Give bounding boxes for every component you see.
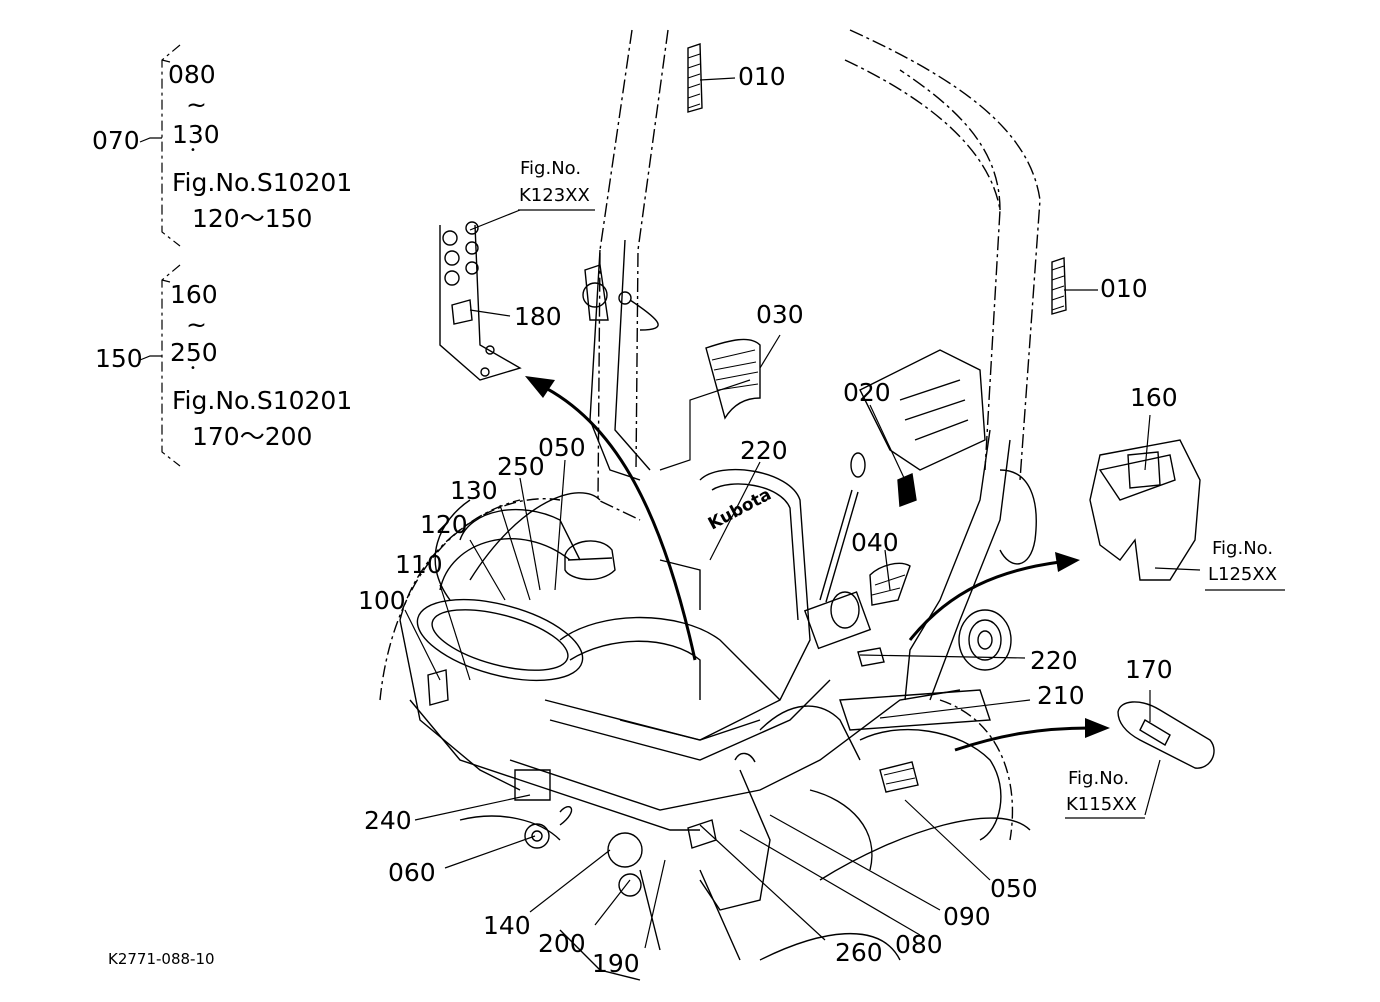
figref-k115-line1: Fig.No. — [1068, 768, 1130, 789]
operator-seat — [544, 468, 831, 761]
group070-to: 130 — [172, 120, 220, 149]
callout-080: 080 — [895, 930, 943, 959]
steering-wheel — [416, 508, 584, 682]
group150-to: 250 — [170, 338, 218, 367]
callout-060: 060 — [388, 858, 436, 887]
callout-020: 020 — [843, 378, 891, 407]
callout-250: 250 — [497, 452, 545, 481]
drawing-id: K2771-088-10 — [108, 950, 215, 968]
figref-leaders — [518, 209, 1285, 819]
gas-strut — [819, 452, 866, 603]
group070-dot: • — [190, 145, 196, 156]
callout-100: 100 — [358, 586, 406, 615]
callout-190: 190 — [592, 949, 640, 978]
callout-260: 260 — [835, 938, 883, 967]
group150-ref: Fig.No.S10201 — [172, 386, 353, 415]
rops-hinge-left — [582, 264, 659, 331]
rops-frame — [597, 29, 1041, 521]
group070-range: 120～150 — [192, 204, 313, 233]
figref-k123-line1: Fig.No. — [520, 158, 582, 179]
callout-070: 070 — [92, 126, 140, 155]
seat-belt — [803, 591, 872, 650]
control-levers — [514, 752, 771, 911]
group070-from: 080 — [168, 60, 216, 89]
callout-160: 160 — [1130, 383, 1178, 412]
callout-240: 240 — [364, 806, 412, 835]
group150-range: 170～200 — [192, 422, 313, 451]
callout-210: 210 — [1037, 681, 1085, 710]
callout-120: 120 — [420, 510, 468, 539]
callout-220-right: 220 — [1030, 646, 1078, 675]
decal-panels — [427, 43, 1161, 849]
part-k115 — [1117, 701, 1215, 769]
callout-130: 130 — [450, 476, 498, 505]
tractor-body — [399, 492, 1031, 981]
callout-010-right: 010 — [1100, 274, 1148, 303]
callout-220-top: 220 — [740, 436, 788, 465]
callout-150: 150 — [95, 344, 143, 373]
callout-010-top: 010 — [738, 62, 786, 91]
seat-logo: Kubota — [705, 485, 775, 535]
callout-200: 200 — [538, 929, 586, 958]
callout-040: 040 — [851, 528, 899, 557]
group150-tilde: ~ — [186, 310, 207, 339]
rops-posts — [589, 239, 1037, 701]
group150-from: 160 — [170, 280, 218, 309]
figref-k115-line2: K115XX — [1066, 794, 1137, 815]
leader-lines — [404, 77, 1201, 949]
callout-030: 030 — [756, 300, 804, 329]
group-brackets — [139, 44, 181, 467]
fuel-cap — [564, 540, 616, 581]
bracket-k123 — [439, 221, 522, 381]
cover-l125 — [1089, 439, 1201, 581]
reference-arrows — [539, 383, 1091, 752]
group070-tilde: ~ — [186, 90, 207, 119]
group070-ref: Fig.No.S10201 — [172, 168, 353, 197]
figref-k123-line2: K123XX — [519, 185, 590, 206]
callout-170: 170 — [1125, 655, 1173, 684]
callout-050-top: 050 — [538, 433, 586, 462]
figref-l125-line1: Fig.No. — [1212, 538, 1274, 559]
decal-hatching — [687, 53, 1065, 785]
callout-180: 180 — [514, 302, 562, 331]
callout-110: 110 — [395, 550, 443, 579]
callout-140: 140 — [483, 911, 531, 940]
callout-090: 090 — [943, 902, 991, 931]
callout-050-bottom: 050 — [990, 874, 1038, 903]
group150-dot: • — [190, 363, 196, 374]
arrow-heads — [525, 376, 1110, 738]
ROPS-spring — [958, 609, 1012, 671]
wheel-outlines — [379, 498, 1014, 841]
figref-l125-line2: L125XX — [1208, 564, 1278, 585]
